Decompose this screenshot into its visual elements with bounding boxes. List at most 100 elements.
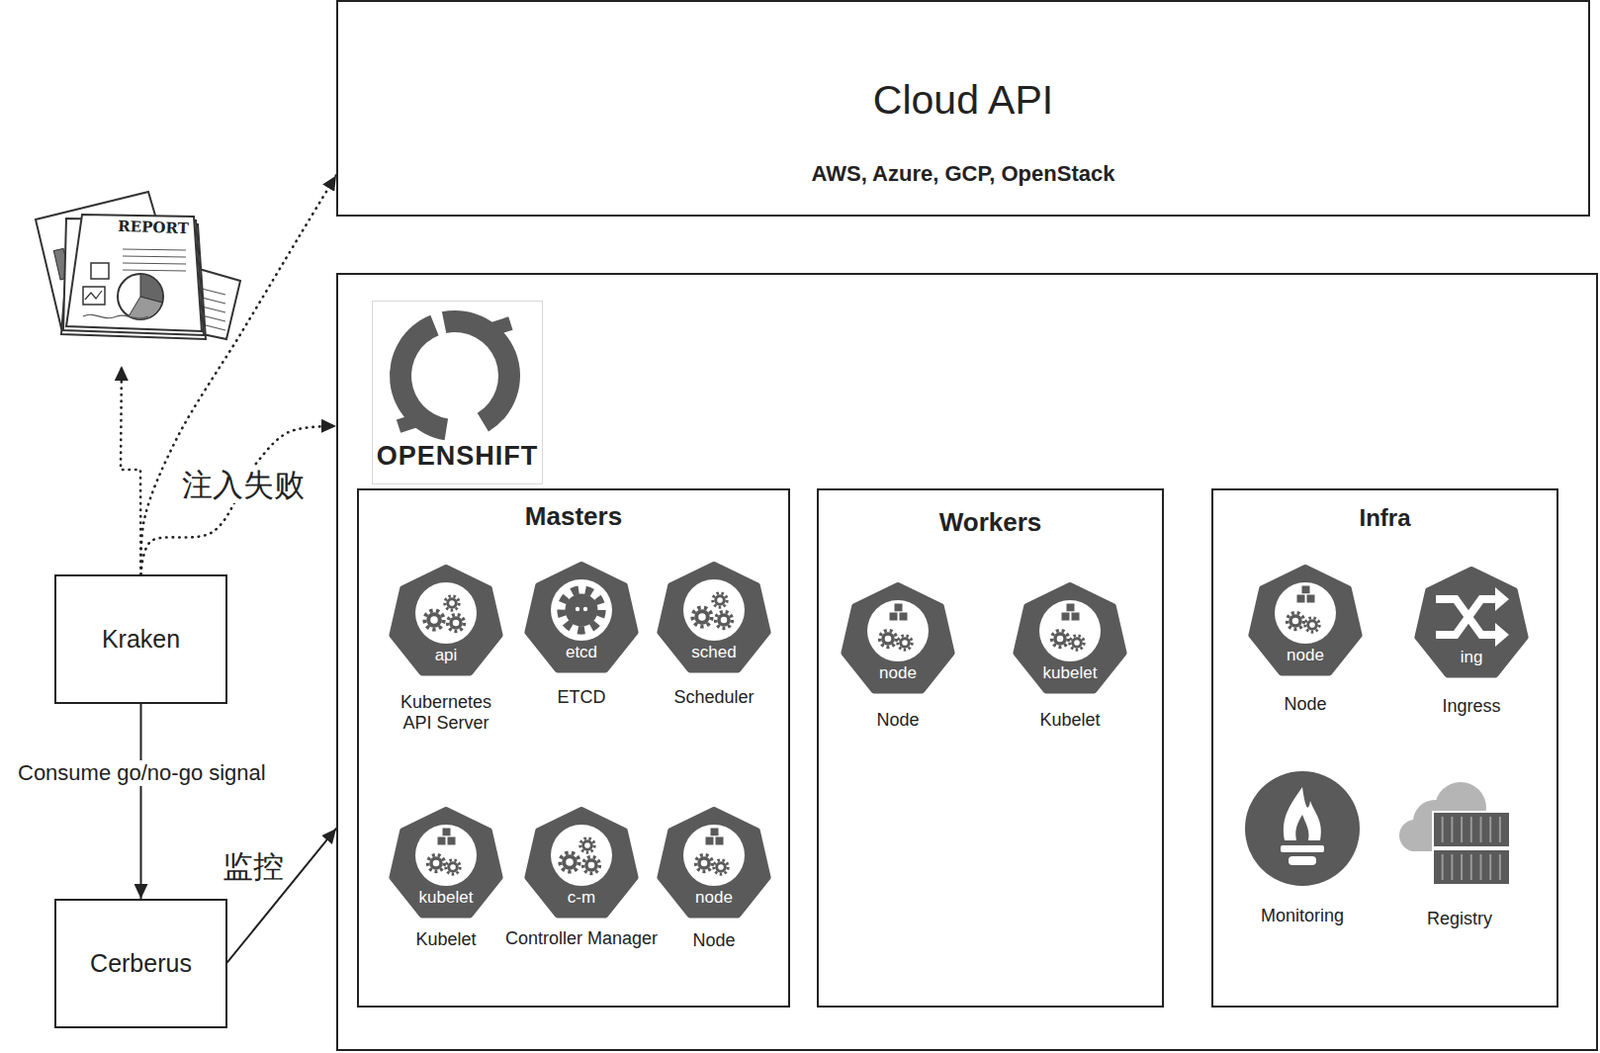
icon-glyph: [1435, 587, 1510, 647]
registry-node: Registry: [1385, 772, 1534, 931]
gear-teeth: [692, 607, 712, 626]
monitoring-icon: [1243, 769, 1362, 889]
container-rib: [1480, 854, 1483, 881]
component-caption: Ingress: [1357, 696, 1586, 717]
icon-label: sched: [639, 642, 789, 663]
gear-ring: [586, 860, 597, 871]
gear-teeth: [1052, 630, 1069, 648]
container-rib: [1460, 816, 1463, 843]
container-rib: [1499, 816, 1502, 843]
group-box: nodeNodeingIngressMonitoringRegistryInfr…: [1211, 488, 1559, 1008]
component-icon: ingIngress: [1397, 565, 1546, 724]
box-title: Infra: [1213, 504, 1557, 533]
box-title: Cloud API: [338, 77, 1589, 124]
container-rib: [1499, 854, 1502, 881]
cube: [705, 836, 714, 846]
solid-arrow: [140, 704, 143, 899]
container-rib: [1460, 854, 1463, 881]
cube: [446, 836, 456, 846]
cube: [710, 827, 719, 837]
ingress-arrow: [1435, 599, 1498, 635]
container-box: [1432, 849, 1511, 886]
icon-glyph: [867, 600, 929, 662]
squiggle: [83, 314, 149, 319]
group-box: Cerberus: [54, 898, 228, 1029]
ring-arc: [389, 315, 448, 441]
flame-cut: [1295, 814, 1309, 841]
ring-tab: [480, 316, 514, 340]
gear-teeth: [1305, 618, 1320, 632]
gear-teeth: [1069, 635, 1084, 650]
container-rib: [1470, 816, 1473, 843]
gear-ring: [883, 633, 893, 644]
gear-ring: [428, 614, 441, 626]
icon-glyph: [683, 824, 745, 887]
monitoring-disc: [1244, 771, 1360, 887]
cube: [437, 836, 446, 846]
icon-disc: [1039, 600, 1101, 662]
icon-disc: [415, 824, 477, 887]
stand: [1280, 845, 1325, 853]
gear-teeth: [583, 857, 601, 875]
icon-glyph: [415, 582, 477, 644]
icon-glyph: [683, 579, 745, 641]
container-rib: [1489, 854, 1492, 881]
gear-teeth: [713, 860, 728, 875]
pie-chart: [117, 273, 164, 320]
sparkline: [85, 290, 102, 300]
etcd-face: [570, 599, 593, 622]
container-rib: [1450, 854, 1453, 881]
container-rib: [1480, 816, 1483, 843]
icon-glyph: [415, 824, 477, 887]
gear-ring: [718, 615, 729, 625]
group-box: apiKubernetes API ServeretcdETCDschedSch…: [356, 488, 791, 1008]
component-icon: nodeNode: [823, 581, 973, 740]
cube: [714, 836, 724, 846]
gear-teeth: [880, 630, 897, 648]
icon-disc: [867, 600, 929, 662]
figure-box: [83, 286, 105, 305]
etcd-eye: [583, 607, 588, 612]
icon-label: kubelet: [371, 888, 521, 908]
box-subtitle: AWS, Azure, GCP, OpenStack: [338, 161, 1589, 186]
box-title: Masters: [358, 502, 789, 533]
container-rib: [1470, 854, 1473, 881]
gear-ring: [696, 611, 709, 623]
gear-teeth: [444, 596, 459, 611]
icon-glyph: [1274, 582, 1336, 644]
icon-disc: [550, 824, 613, 887]
gear-teeth: [715, 612, 733, 629]
container-rib: [1441, 816, 1444, 843]
ingress-arrow: [1435, 599, 1498, 635]
box-title: Cerberus: [89, 949, 192, 978]
paper-front: [66, 214, 202, 332]
component-caption: Registry: [1345, 908, 1574, 930]
group-box: apiKubernetes API ServeretcdETCDschedSch…: [336, 272, 1599, 1052]
group-box: nodeNodekubeletKubeletWorkers: [816, 488, 1164, 1008]
flame: [1283, 787, 1322, 841]
icon-label: etcd: [507, 642, 656, 663]
gear-ring: [699, 858, 710, 869]
icon-label: kubelet: [995, 663, 1145, 684]
icon-label: node: [823, 663, 973, 684]
icon-glyph: [1039, 600, 1101, 662]
icon-glyph: [550, 579, 613, 641]
gear-ring: [1290, 616, 1301, 626]
container-rib: [1450, 816, 1453, 843]
component-caption: Controller Manager: [467, 928, 696, 950]
containers: [1432, 811, 1511, 886]
gear-teeth: [447, 615, 465, 632]
icon-label: c-m: [507, 888, 656, 908]
gear-teeth: [1287, 613, 1305, 630]
cube: [1066, 603, 1075, 613]
dotted-arrow: [120, 365, 142, 575]
component-icon: apiKubernetes API Server: [371, 563, 521, 722]
container-rib: [1441, 854, 1444, 881]
box-title: Workers: [818, 508, 1162, 538]
gear-ring: [563, 856, 576, 869]
edge-label: 注入失败: [178, 466, 308, 504]
registry-icon: [1395, 772, 1524, 891]
gear-ring: [1308, 621, 1318, 630]
ring-arc: [442, 310, 521, 433]
component-caption: Node: [600, 930, 828, 952]
